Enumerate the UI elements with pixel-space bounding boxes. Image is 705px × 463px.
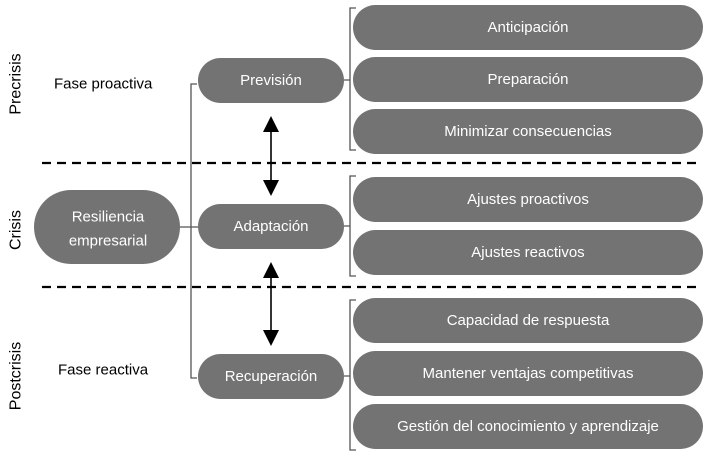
root-node-line1: Resiliencia <box>72 209 145 226</box>
bracket-prevision <box>344 7 356 151</box>
item-ajustes-reactivos: Ajustes reactivos <box>353 230 703 275</box>
phase-label-reactive: Fase reactiva <box>58 362 149 379</box>
stage-node-adaptacion: Adaptación <box>198 204 344 249</box>
stage-label-recuperacion: Recuperación <box>225 368 318 385</box>
bracket-adaptacion <box>344 175 356 277</box>
main-bracket <box>180 83 199 379</box>
item-capacidad-de-respuesta: Capacidad de respuesta <box>353 298 703 343</box>
section-label-precrisis: Precrisis <box>8 53 25 114</box>
item-anticipacion: Anticipación <box>353 5 703 50</box>
item-label-preparacion: Preparación <box>488 71 569 88</box>
item-label-ajustes-reactivos: Ajustes reactivos <box>471 244 584 261</box>
item-minimizar-consecuencias: Minimizar consecuencias <box>353 109 703 154</box>
bracket-recuperacion <box>344 299 356 451</box>
item-mantener-ventajas: Mantener ventajas competitivas <box>353 351 703 396</box>
stage-label-adaptacion: Adaptación <box>233 218 308 235</box>
item-ajustes-proactivos: Ajustes proactivos <box>353 177 703 222</box>
item-label-anticipacion: Anticipación <box>488 19 569 36</box>
item-label-ajustes-proactivos: Ajustes proactivos <box>467 191 589 208</box>
stage-node-recuperacion: Recuperación <box>198 354 344 399</box>
section-label-crisis: Crisis <box>8 210 25 250</box>
item-gestion-conocimiento: Gestión del conocimiento y aprendizaje <box>353 404 703 449</box>
stage-node-prevision: Previsión <box>198 58 344 103</box>
root-node: Resiliencia empresarial <box>34 190 180 264</box>
root-node-line2: empresarial <box>69 233 147 250</box>
section-label-postcrisis: Postcrisis <box>8 342 25 410</box>
item-label-capacidad-de-respuesta: Capacidad de respuesta <box>447 312 610 329</box>
stage-label-prevision: Previsión <box>240 72 302 89</box>
item-label-mantener-ventajas: Mantener ventajas competitivas <box>423 365 634 382</box>
item-label-minimizar-consecuencias: Minimizar consecuencias <box>444 123 612 140</box>
phase-label-proactive: Fase proactiva <box>54 76 153 93</box>
item-label-gestion-conocimiento: Gestión del conocimiento y aprendizaje <box>397 418 659 435</box>
item-preparacion: Preparación <box>353 57 703 102</box>
